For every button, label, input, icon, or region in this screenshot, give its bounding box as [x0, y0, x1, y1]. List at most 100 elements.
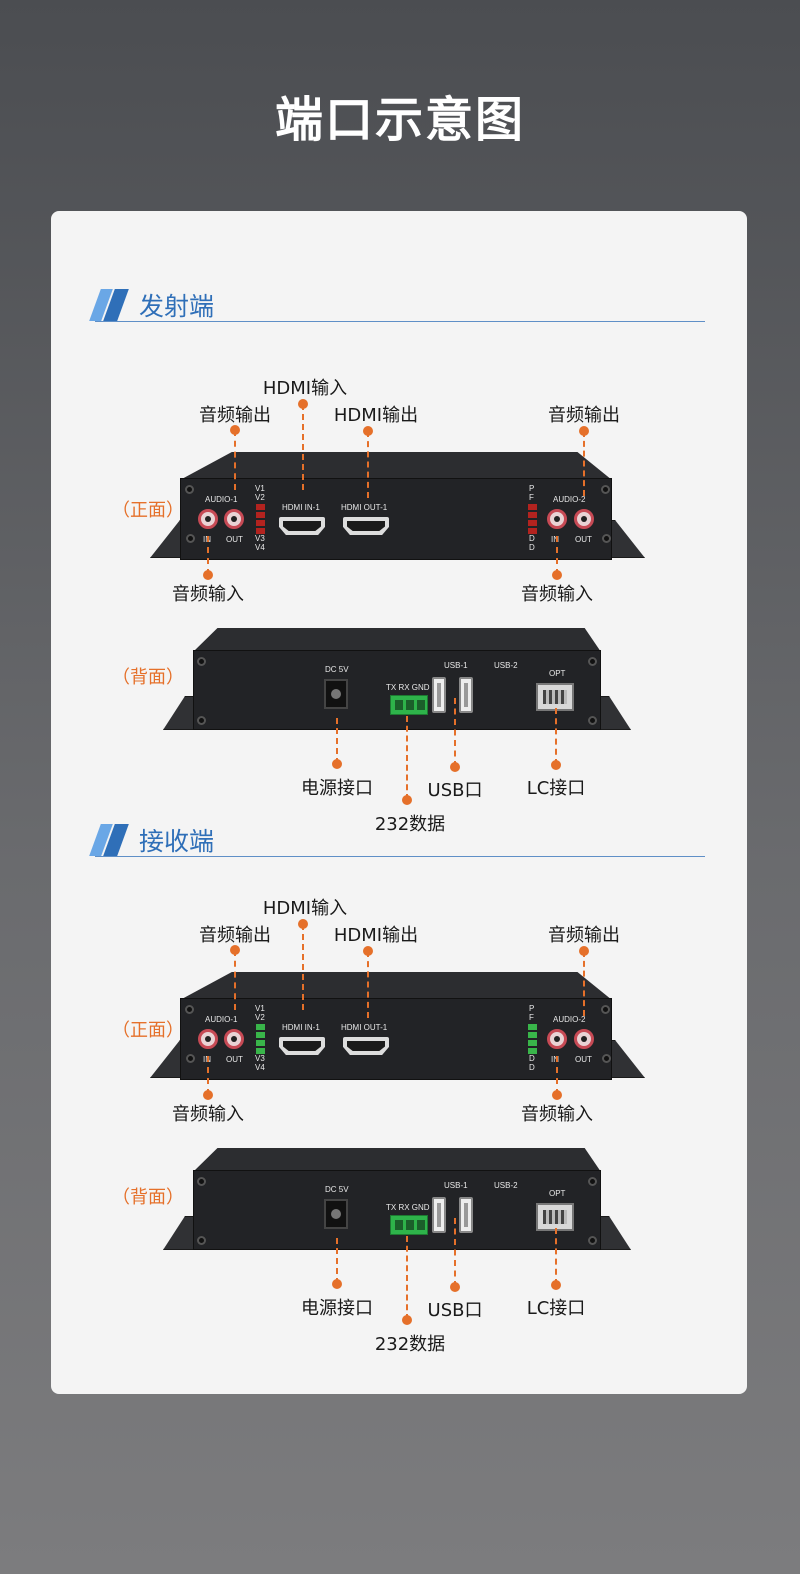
lc-label: LC接口	[526, 778, 586, 799]
usb-dot	[450, 762, 460, 772]
rs232-label: 232数据	[374, 1334, 446, 1355]
terminal-pin	[417, 1220, 425, 1230]
usb-label: USB口	[427, 1300, 483, 1321]
status-led	[256, 1040, 265, 1046]
audio-out-left-line	[234, 430, 236, 490]
status-led	[528, 1032, 537, 1038]
v1v2-text: V1 V2	[255, 484, 265, 502]
section-title: 发射端	[139, 292, 215, 321]
header-underline	[95, 321, 705, 322]
hdmi-in-label: HDMI输入	[262, 898, 348, 919]
back-view-label: （背面）	[112, 667, 184, 688]
in-text: IN	[551, 1055, 559, 1064]
back-view-label: （背面）	[112, 1187, 184, 1208]
device-top	[193, 1148, 601, 1172]
usb-dot	[450, 1282, 460, 1292]
status-led	[256, 1024, 265, 1030]
hdmi-in-text: HDMI IN-1	[282, 503, 320, 512]
rs232-dot	[402, 795, 412, 805]
rs232-dot	[402, 1315, 412, 1325]
audio-out-right-dot	[579, 426, 589, 436]
power-dot	[332, 1279, 342, 1289]
out-text: OUT	[575, 535, 592, 544]
device-top	[180, 972, 612, 1000]
screw-icon	[588, 1236, 597, 1245]
hdmi-in-dot	[298, 399, 308, 409]
rs232-terminal	[390, 1215, 428, 1235]
device-top	[180, 452, 612, 480]
audio-out-right-line	[583, 431, 585, 496]
status-led	[528, 512, 537, 518]
status-led	[528, 1048, 537, 1054]
terminal-pin	[406, 700, 414, 710]
hdmi-in-line	[302, 924, 304, 1010]
in-text: IN	[551, 535, 559, 544]
opt-text: OPT	[549, 1189, 566, 1198]
audio1-text: AUDIO-1	[205, 1015, 238, 1024]
screw-icon	[602, 534, 611, 543]
audio-in-left-label: 音频输入	[172, 1104, 244, 1125]
screw-icon	[588, 657, 597, 666]
hdmi-out-port	[343, 1037, 389, 1055]
hdmi-out-dot	[363, 946, 373, 956]
front-view-label: （正面）	[112, 500, 184, 521]
usb1-text: USB-1	[444, 1181, 468, 1190]
audio-in-left-dot	[203, 570, 213, 580]
hdmi-in-line	[302, 404, 304, 490]
terminal-pin	[395, 1220, 403, 1230]
screw-icon	[602, 1054, 611, 1063]
audio2-text: AUDIO-2	[553, 1015, 586, 1024]
screw-icon	[186, 534, 195, 543]
status-led	[528, 1040, 537, 1046]
lc-line	[555, 708, 557, 765]
lc-line	[555, 1228, 557, 1285]
out-text: OUT	[226, 1055, 243, 1064]
hdmi-in-dot	[298, 919, 308, 929]
section-header: 接收端	[89, 822, 705, 858]
status-led	[256, 1032, 265, 1038]
terminal-pin	[395, 700, 403, 710]
audio-out-right-label: 音频输出	[548, 405, 620, 426]
audio-out-port	[224, 509, 244, 529]
audio-out-right-line	[583, 951, 585, 1016]
lc-optical-port	[536, 683, 574, 711]
hdmi-in-label: HDMI输入	[262, 378, 348, 399]
usb-label: USB口	[427, 780, 483, 801]
status-led	[528, 504, 537, 510]
usb2-text: USB-2	[494, 661, 518, 670]
txrx-text: TX RX GND	[386, 1203, 430, 1212]
audio-in-left-label: 音频输入	[172, 584, 244, 605]
hdmi-in-text: HDMI IN-1	[282, 1023, 320, 1032]
out-text: OUT	[226, 535, 243, 544]
audio-in-right-label: 音频输入	[521, 584, 593, 605]
usb1-text: USB-1	[444, 661, 468, 670]
audio-in-left-line	[207, 1056, 209, 1095]
rs232-line	[406, 1236, 408, 1320]
hdmi-in-port	[279, 517, 325, 535]
usb-line	[454, 698, 456, 767]
audio-out-left-dot	[230, 945, 240, 955]
section-title: 接收端	[139, 827, 215, 856]
audio-out-left-dot	[230, 425, 240, 435]
page-title: 端口示意图	[274, 92, 525, 148]
audio-out-port	[574, 1029, 594, 1049]
usb-port	[432, 677, 446, 713]
lc-label: LC接口	[526, 1298, 586, 1319]
audio-out-port	[574, 509, 594, 529]
lc-dot	[551, 760, 561, 770]
out-text: OUT	[575, 1055, 592, 1064]
status-led	[256, 528, 265, 534]
screw-icon	[186, 1054, 195, 1063]
screw-icon	[588, 716, 597, 725]
audio-out-port	[224, 1029, 244, 1049]
screw-icon	[197, 1236, 206, 1245]
status-led	[528, 520, 537, 526]
audio-in-left-line	[207, 536, 209, 575]
power-dot	[332, 759, 342, 769]
screw-icon	[185, 1005, 194, 1014]
front-view-label: （正面）	[112, 1020, 184, 1041]
